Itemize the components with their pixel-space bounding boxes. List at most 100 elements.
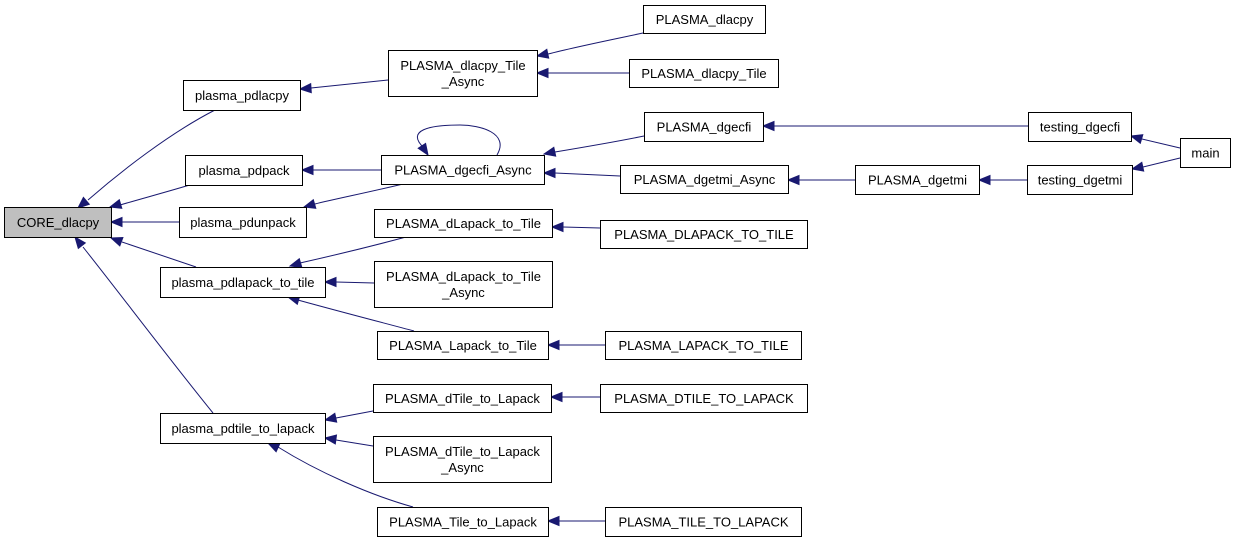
node-plasma-tile-to-lapack[interactable]: PLASMA_Tile_to_Lapack <box>377 507 549 537</box>
arrowhead-icon <box>302 198 317 209</box>
node-plasma-dlapack-to-tile[interactable]: PLASMA_DLAPACK_TO_TILE <box>600 220 808 249</box>
node-testing-dgecfi[interactable]: testing_dgecfi <box>1028 112 1132 142</box>
node-box[interactable] <box>1027 165 1133 195</box>
node-label[interactable]: _Async <box>440 460 484 475</box>
node-label[interactable]: plasma_pdpack <box>198 163 290 178</box>
node-box[interactable] <box>381 155 545 185</box>
node-label[interactable]: PLASMA_dgecfi <box>657 120 752 135</box>
node-core-dlacpy: CORE_dlacpy <box>4 207 112 238</box>
arrowhead-icon <box>549 391 563 403</box>
node-plasma-pdlapack-to-tile[interactable]: plasma_pdlapack_to_tile <box>160 267 326 298</box>
node-plasma-pdpack[interactable]: plasma_pdpack <box>185 155 303 186</box>
node-plasma-pdtile-to-lapack[interactable]: plasma_pdtile_to_lapack <box>160 413 326 444</box>
arrowhead-icon <box>300 164 314 176</box>
node-label[interactable]: PLASMA_dlacpy_Tile <box>641 66 766 81</box>
edge-plasma-dlapack-to-tile-to-plasma-pdlapack-to-tile <box>288 236 407 268</box>
node-box[interactable] <box>374 209 553 238</box>
node-label[interactable]: testing_dgetmi <box>1038 173 1123 188</box>
node-plasma-dgecfi-async[interactable]: PLASMA_dgecfi_Async <box>381 155 545 185</box>
node-box[interactable] <box>160 267 326 298</box>
node-box[interactable] <box>1028 112 1132 142</box>
node-label[interactable]: PLASMA_dLapack_to_Tile <box>386 269 541 284</box>
edge-plasma-pdlapack-to-tile-to-core-dlacpy <box>109 236 197 268</box>
node-box[interactable] <box>629 59 779 88</box>
node-label[interactable]: PLASMA_dgecfi_Async <box>394 163 532 178</box>
node-label[interactable]: PLASMA_dgetmi <box>868 173 967 188</box>
node-label[interactable]: PLASMA_Tile_to_Lapack <box>389 515 537 530</box>
node-plasma-lapack-to-tile[interactable]: PLASMA_LAPACK_TO_TILE <box>605 331 802 360</box>
node-plasma-dlapack-to-tile-async[interactable]: PLASMA_dLapack_to_Tile_Async <box>374 261 553 308</box>
edge-plasma-tile-to-lapack-to-plasma-tile-to-lapack <box>546 515 605 527</box>
node-label: CORE_dlacpy <box>17 215 100 230</box>
node-box[interactable] <box>377 331 549 360</box>
node-label[interactable]: PLASMA_DTILE_TO_LAPACK <box>614 391 794 406</box>
node-plasma-dgecfi[interactable]: PLASMA_dgecfi <box>644 112 764 142</box>
node-box[interactable] <box>373 436 552 483</box>
node-label[interactable]: PLASMA_dLapack_to_Tile <box>386 216 541 231</box>
node-box[interactable] <box>183 80 301 111</box>
edges-layer <box>74 32 1181 527</box>
node-label[interactable]: plasma_pdlapack_to_tile <box>171 275 314 290</box>
node-box[interactable] <box>388 50 538 97</box>
node-main[interactable]: main <box>1180 138 1231 168</box>
node-box[interactable] <box>179 207 307 238</box>
node-box[interactable] <box>374 261 553 308</box>
node-box[interactable] <box>620 165 789 194</box>
node-label[interactable]: PLASMA_TILE_TO_LAPACK <box>618 515 788 530</box>
node-plasma-tile-to-lapack[interactable]: PLASMA_TILE_TO_LAPACK <box>605 507 802 537</box>
node-box[interactable] <box>377 507 549 537</box>
edge-line <box>310 79 389 89</box>
node-label[interactable]: PLASMA_LAPACK_TO_TILE <box>618 338 788 353</box>
node-plasma-dlacpy[interactable]: PLASMA_dlacpy <box>643 5 766 34</box>
node-label[interactable]: PLASMA_Lapack_to_Tile <box>389 338 537 353</box>
node-label[interactable]: PLASMA_DLAPACK_TO_TILE <box>614 227 794 242</box>
node-box[interactable] <box>855 165 980 195</box>
node-label[interactable]: PLASMA_dTile_to_Lapack <box>385 444 540 459</box>
node-box[interactable] <box>600 384 808 413</box>
node-box[interactable] <box>643 5 766 34</box>
node-box[interactable] <box>1180 138 1231 168</box>
node-plasma-dtile-to-lapack-async[interactable]: PLASMA_dTile_to_Lapack_Async <box>373 436 552 483</box>
node-plasma-pdlacpy[interactable]: plasma_pdlacpy <box>183 80 301 111</box>
node-plasma-dgetmi-async[interactable]: PLASMA_dgetmi_Async <box>620 165 789 194</box>
node-box[interactable] <box>644 112 764 142</box>
node-label[interactable]: _Async <box>441 74 485 89</box>
node-box[interactable] <box>605 507 802 537</box>
node-box[interactable] <box>185 155 303 186</box>
node-box[interactable] <box>160 413 326 444</box>
node-label[interactable]: main <box>1191 146 1219 161</box>
node-testing-dgetmi[interactable]: testing_dgetmi <box>1027 165 1133 195</box>
node-box[interactable] <box>605 331 802 360</box>
node-plasma-dlacpy-tile[interactable]: PLASMA_dlacpy_Tile <box>629 59 779 88</box>
node-label[interactable]: PLASMA_dlacpy <box>656 12 754 27</box>
node-plasma-dgetmi[interactable]: PLASMA_dgetmi <box>855 165 980 195</box>
node-box[interactable] <box>373 384 552 413</box>
arrowhead-icon <box>1129 134 1144 145</box>
edge-plasma-pdpack-to-core-dlacpy <box>108 183 194 209</box>
node-label[interactable]: PLASMA_dlacpy_Tile <box>400 58 525 73</box>
edge-plasma-dlacpy-tile-async-to-plasma-pdlacpy <box>298 79 389 94</box>
node-label[interactable]: plasma_pdtile_to_lapack <box>171 421 315 436</box>
node-label[interactable]: PLASMA_dgetmi_Async <box>634 172 776 187</box>
node-plasma-pdunpack[interactable]: plasma_pdunpack <box>179 207 307 238</box>
node-label[interactable]: _Async <box>441 285 485 300</box>
arrowhead-icon <box>977 174 991 186</box>
arrowhead-icon <box>266 442 281 453</box>
arrowhead-icon <box>109 236 124 247</box>
node-plasma-dlapack-to-tile[interactable]: PLASMA_dLapack_to_Tile <box>374 209 553 238</box>
node-label[interactable]: plasma_pdlacpy <box>195 88 289 103</box>
node-plasma-lapack-to-tile[interactable]: PLASMA_Lapack_to_Tile <box>377 331 549 360</box>
arrowhead-icon <box>298 82 312 94</box>
edge-plasma-dtile-to-lapack-to-plasma-dtile-to-lapack <box>549 391 600 403</box>
node-plasma-dtile-to-lapack[interactable]: PLASMA_dTile_to_Lapack <box>373 384 552 413</box>
node-box[interactable] <box>600 220 808 249</box>
arrowhead-icon <box>535 48 550 59</box>
edge-line <box>1141 138 1181 149</box>
node-label[interactable]: testing_dgecfi <box>1040 120 1120 135</box>
edge-line <box>417 124 501 156</box>
node-plasma-dtile-to-lapack[interactable]: PLASMA_DTILE_TO_LAPACK <box>600 384 808 413</box>
node-label[interactable]: PLASMA_dTile_to_Lapack <box>385 391 540 406</box>
node-label[interactable]: plasma_pdunpack <box>190 215 296 230</box>
node-plasma-dlacpy-tile-async[interactable]: PLASMA_dlacpy_Tile_Async <box>388 50 538 97</box>
